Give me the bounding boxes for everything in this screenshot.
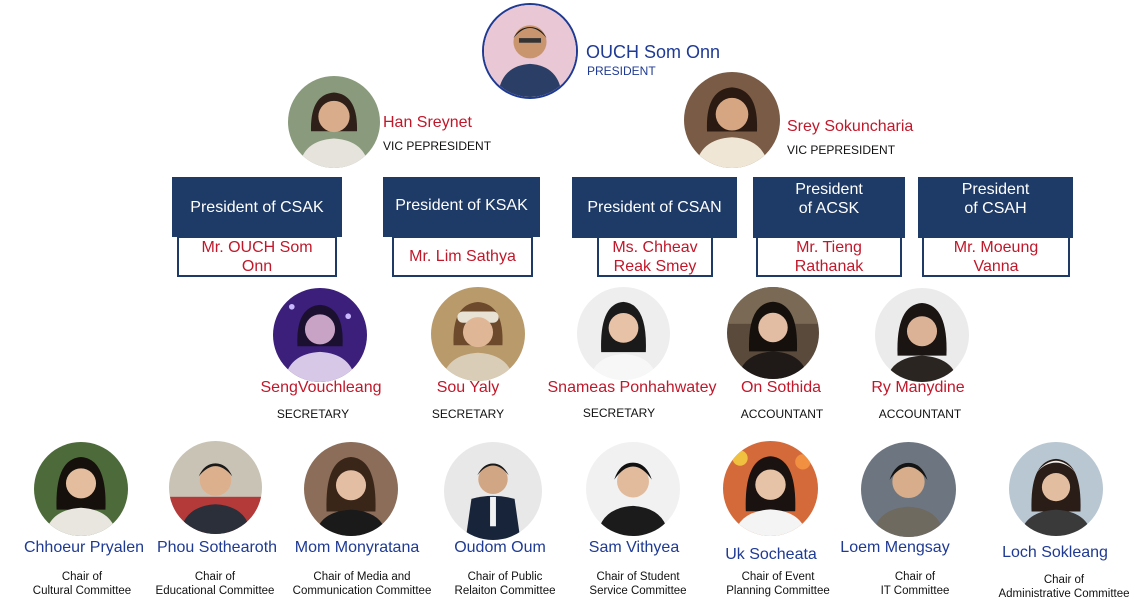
person-portrait-icon	[288, 76, 380, 168]
association-title-box: President of KSAK	[383, 177, 540, 237]
chair-name: Phou Sothearoth	[156, 539, 278, 556]
chair-committee-line: IT Committee	[880, 585, 950, 597]
president-name: OUCH Som Onn	[586, 42, 721, 62]
vice-president-role: VIC PEPRESIDENT	[787, 143, 896, 157]
person-portrait-icon	[723, 441, 818, 536]
chair-avatar	[444, 442, 542, 540]
vice-president-avatar	[684, 72, 780, 168]
vice-president-name: Han Sreynet	[383, 114, 472, 131]
person-portrait-icon	[586, 442, 680, 536]
person-portrait-icon	[1009, 442, 1103, 536]
chair-committee-line: Communication Committee	[292, 585, 432, 597]
president-role: PRESIDENT	[587, 64, 656, 78]
chair-committee-line: Planning Committee	[726, 585, 830, 597]
chair-name: Oudom Oum	[454, 539, 546, 556]
person-portrait-icon	[577, 287, 670, 380]
officer-avatar	[875, 288, 969, 382]
chair-title-line: Chair of	[894, 571, 936, 583]
chair-committee-line: Service Committee	[589, 585, 687, 597]
person-portrait-icon	[431, 287, 525, 381]
association-title-box: President of CSAK	[172, 177, 342, 237]
association-president-name: Mr. Tieng Rathanak	[756, 236, 902, 277]
association-title-box: President of CSAN	[572, 177, 737, 238]
chair-avatar	[1009, 442, 1103, 536]
person-portrait-icon	[861, 442, 956, 537]
president-avatar	[482, 3, 578, 99]
association-title-box: President of CSAH	[918, 177, 1073, 238]
chair-name: Chhoeur Pryalen	[23, 539, 145, 556]
person-portrait-icon	[684, 72, 780, 168]
chair-avatar	[723, 441, 818, 536]
chair-title-line: Chair of Event	[741, 571, 815, 583]
officer-role: ACCOUNTANT	[740, 407, 824, 421]
officer-avatar	[727, 287, 819, 379]
chair-name: Uk Socheata	[725, 546, 817, 563]
vice-president-name: Srey Sokuncharia	[787, 118, 914, 135]
chair-committee-line: Educational Committee	[155, 585, 275, 597]
chair-avatar	[861, 442, 956, 537]
person-portrait-icon	[34, 442, 128, 536]
association-president-name: Mr. Lim Sathya	[392, 236, 533, 277]
chair-title-line: Chair of	[61, 571, 103, 583]
officer-role: ACCOUNTANT	[878, 407, 962, 421]
officer-name: Snameas Ponhahwatey	[547, 379, 717, 396]
officer-avatar	[273, 288, 367, 382]
chair-title-line: Chair of Media and	[313, 571, 411, 583]
person-portrait-icon	[273, 288, 367, 382]
chair-title-line: Chair of	[1043, 574, 1085, 586]
chair-title-line: Chair of	[194, 571, 236, 583]
person-portrait-icon	[169, 441, 262, 534]
person-portrait-icon	[727, 287, 819, 379]
officer-role: SECRETARY	[431, 407, 505, 421]
person-portrait-icon	[304, 442, 398, 536]
officer-name: Sou Yaly	[436, 379, 500, 396]
chair-avatar	[169, 441, 262, 534]
officer-role: SECRETARY	[276, 407, 350, 421]
officer-name: On Sothida	[740, 379, 822, 396]
vice-president-role: VIC PEPRESIDENT	[383, 139, 492, 153]
chair-title-line: Chair of Student	[596, 571, 680, 583]
officer-name: Ry Manydine	[871, 379, 965, 396]
officer-avatar	[577, 287, 670, 380]
chair-title-line: Chair of Public	[467, 571, 543, 583]
officer-avatar	[431, 287, 525, 381]
association-title-box: President of ACSK	[753, 177, 905, 238]
person-portrait-icon	[484, 5, 576, 97]
chair-avatar	[304, 442, 398, 536]
officer-role: SECRETARY	[582, 406, 656, 420]
chair-avatar	[586, 442, 680, 536]
association-president-name: Mr. OUCH Som Onn	[177, 236, 337, 277]
person-portrait-icon	[444, 442, 542, 540]
association-president-name: Ms. Chheav Reak Smey	[597, 236, 713, 277]
chair-name: Loch Sokleang	[1002, 544, 1108, 561]
chair-committee-line: Relaiton Committee	[454, 585, 556, 597]
chair-committee-line: Administrative Committee	[998, 588, 1130, 600]
chair-name: Loem Mengsay	[840, 539, 950, 556]
chair-name: Mom Monyratana	[294, 539, 420, 556]
chair-name: Sam Vithyea	[588, 539, 680, 556]
vice-president-avatar	[288, 76, 380, 168]
person-portrait-icon	[875, 288, 969, 382]
association-president-name: Mr. Moeung Vanna	[922, 236, 1070, 277]
chair-avatar	[34, 442, 128, 536]
chair-committee-line: Cultural Committee	[32, 585, 132, 597]
officer-name: SengVouchleang	[260, 379, 382, 396]
